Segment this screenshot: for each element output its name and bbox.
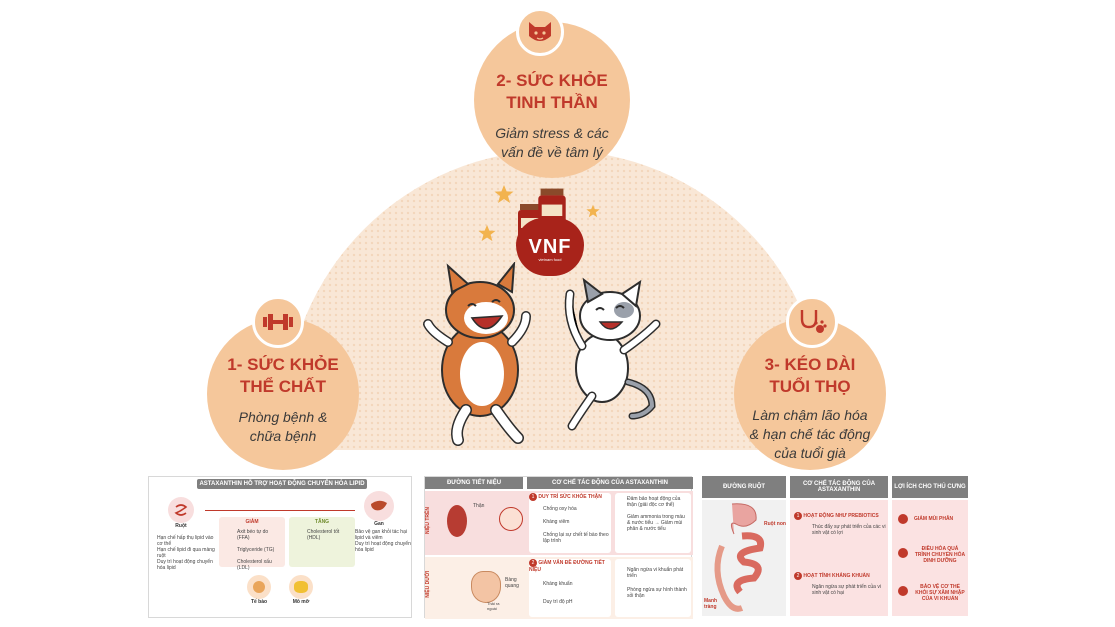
benefit-item: BẢO VỆ CƠ THỂ KHỎI SỰ XÂM NHẬP CỦA VI KH…	[915, 584, 965, 602]
mechanism-item: Kháng khuẩn	[543, 581, 573, 587]
bladder-illustration	[471, 571, 501, 603]
mechanism-item: Duy trì độ pH	[543, 599, 573, 605]
excrete-label: Thải ra ngoài	[487, 601, 500, 611]
benefit-item: GIẢM MÙI PHÂN	[914, 516, 954, 522]
gut-health-panel: ĐƯỜNG RUỘT CƠ CHẾ TÁC ĐỘNG CỦA ASTAXANTH…	[702, 476, 968, 618]
stethoscope-paw-icon	[786, 296, 838, 348]
increase-item: Cholesterol tốt (HDL)	[307, 529, 340, 541]
circle-title: 3- KÉO DÀI	[764, 355, 856, 374]
fat-tissue-icon	[289, 575, 313, 599]
liver-node: Gan	[359, 491, 399, 527]
benefit-icon	[898, 586, 908, 596]
cecum-label: Manh tràng	[704, 598, 718, 610]
row-label: NIỆU DƯỚI	[425, 571, 431, 598]
circle-title-line2: TINH THẦN	[506, 93, 598, 112]
kidney-label: Thận	[473, 503, 485, 509]
intestine-icon	[168, 497, 194, 523]
benefit-icon	[898, 514, 908, 524]
decrease-item: Cholesterol xấu (LDL)	[237, 559, 272, 571]
decrease-box: GIẢM Axit béo tự do (FFA) Triglyceride (…	[219, 517, 285, 571]
circle-title: 1- SỨC KHỎE	[227, 355, 339, 374]
benefit-item: ĐIỀU HÒA QUÁ TRÌNH CHUYỂN HÓA DINH DƯỠNG	[914, 546, 966, 564]
column-header: ĐƯỜNG TIẾT NIỆU	[425, 477, 523, 489]
dumbbell-icon	[252, 296, 304, 348]
result-item: Ngăn ngừa vi khuẩn phát triển	[627, 567, 684, 579]
star-icon	[494, 185, 514, 203]
cat-face-icon	[516, 8, 564, 56]
liver-label: Gan	[374, 521, 384, 527]
star-icon	[586, 204, 600, 218]
increase-label: TĂNG	[314, 519, 330, 525]
kidney-zoom-circle	[499, 507, 523, 531]
circle-title: 2- SỨC KHỎE	[496, 71, 608, 90]
panel-header: ASTAXANTHIN HỖ TRỢ HOẠT ĐỘNG CHUYỂN HÓA …	[197, 479, 367, 489]
cell-label: Tế bào	[250, 599, 268, 605]
decrease-item: Triglyceride (TG)	[237, 547, 275, 553]
mechanism-column	[790, 500, 888, 616]
cell-icon	[247, 575, 271, 599]
jumping-cat-illustration	[564, 277, 661, 431]
kidney-illustration	[447, 505, 467, 537]
mechanism-item: Kháng viêm	[543, 519, 570, 525]
row-label: NIỆU TRÊN	[425, 507, 431, 534]
decrease-label: GIẢM	[245, 519, 259, 525]
column-header: LỢI ÍCH CHO THÚ CƯNG	[892, 476, 968, 498]
fat-tissue-node: Mô mỡ	[283, 575, 319, 605]
intestine-label: Ruột	[175, 523, 187, 529]
mechanism-item: Chống oxy hóa	[543, 506, 577, 512]
column-header: ĐƯỜNG RUỘT	[702, 476, 786, 498]
mechanism-section: 1 HOẠT ĐỘNG NHƯ PREBIOTICS Thúc đẩy sự p…	[794, 512, 886, 536]
result-item: Đảm bảo hoạt động của thận (giải độc cơ …	[627, 496, 681, 508]
urinary-tract-panel: ĐƯỜNG TIẾT NIỆU CƠ CHẾ TÁC ĐỘNG CỦA ASTA…	[424, 476, 693, 619]
column-header: CƠ CHẾ TÁC ĐỘNG CỦA ASTAXANTHIN	[527, 477, 693, 489]
circle-title-line2: THỂ CHẤT	[240, 377, 326, 396]
increase-box: TĂNG Cholesterol tốt (HDL)	[289, 517, 355, 567]
bladder-label: Bàng quang	[505, 577, 519, 589]
result-box: Ngăn ngừa vi khuẩn phát triển Phòng ngừa…	[615, 559, 691, 617]
lipid-metabolism-panel: ASTAXANTHIN HỖ TRỢ HOẠT ĐỘNG CHUYỂN HÓA …	[148, 476, 412, 618]
circle-subtitle: Phòng bệnh &chữa bệnh	[238, 409, 328, 444]
mechanism-item: Chống lại sự chết tế bào theo lập trình	[543, 532, 609, 544]
section-title: 1 DUY TRÌ SỨC KHỎE THẬN	[529, 493, 611, 501]
jumping-corgi-illustration	[423, 262, 531, 446]
mechanism-section: 2 HOẠT TÍNH KHÁNG KHUẨN Ngăn ngừa sự phá…	[794, 572, 886, 596]
liver-notes: Bảo vệ gan khỏi tác hại lipid và viêm Du…	[355, 529, 411, 553]
liver-icon	[364, 491, 394, 521]
mechanism-box: 2 GIẢM VẤN ĐỀ ĐƯỜNG TIẾT NIỆU Kháng khuẩ…	[529, 559, 611, 617]
small-intestine-label: Ruột non	[764, 521, 786, 527]
result-item: Giảm ammonia trong máu & nước tiểu → Giả…	[627, 514, 685, 532]
cell-node: Tế bào	[241, 575, 277, 605]
intestine-illustration	[714, 503, 765, 612]
intestine-notes: Hạn chế hấp thụ lipid vào cơ thể Hạn chế…	[157, 535, 215, 571]
section-title: 2 GIẢM VẤN ĐỀ ĐƯỜNG TIẾT NIỆU	[529, 559, 605, 573]
vnf-logo-text: VNF	[528, 236, 572, 258]
intestine-illustration-area	[702, 500, 786, 616]
result-item: Phòng ngừa sự hình thành sỏi thận	[627, 587, 687, 599]
circle-title-line2: TUỔI THỌ	[769, 377, 851, 396]
star-icon	[478, 224, 496, 242]
flow-arrow	[205, 510, 355, 511]
benefit-icon	[898, 548, 908, 558]
mechanism-box: 1 DUY TRÌ SỨC KHỎE THẬN Chống oxy hóa Kh…	[529, 493, 611, 553]
result-box: Đảm bảo hoạt động của thận (giải độc cơ …	[615, 493, 691, 553]
fat-tissue-label: Mô mỡ	[292, 599, 310, 605]
intestine-node: Ruột	[161, 497, 201, 529]
mechanism-text: Thúc đẩy sự phát triển của các vi sinh v…	[812, 524, 886, 536]
mechanism-text: Ngăn ngừa sự phát triển của vi sinh vật …	[812, 584, 881, 596]
vnf-logo-bag: VNF vietnam food	[516, 218, 584, 276]
column-header: CƠ CHẾ TÁC ĐỘNG CỦA ASTAXANTHIN	[790, 476, 888, 498]
vnf-logo-subtext: vietnam food	[538, 257, 562, 262]
decrease-item: Axit béo tự do (FFA)	[237, 529, 269, 541]
